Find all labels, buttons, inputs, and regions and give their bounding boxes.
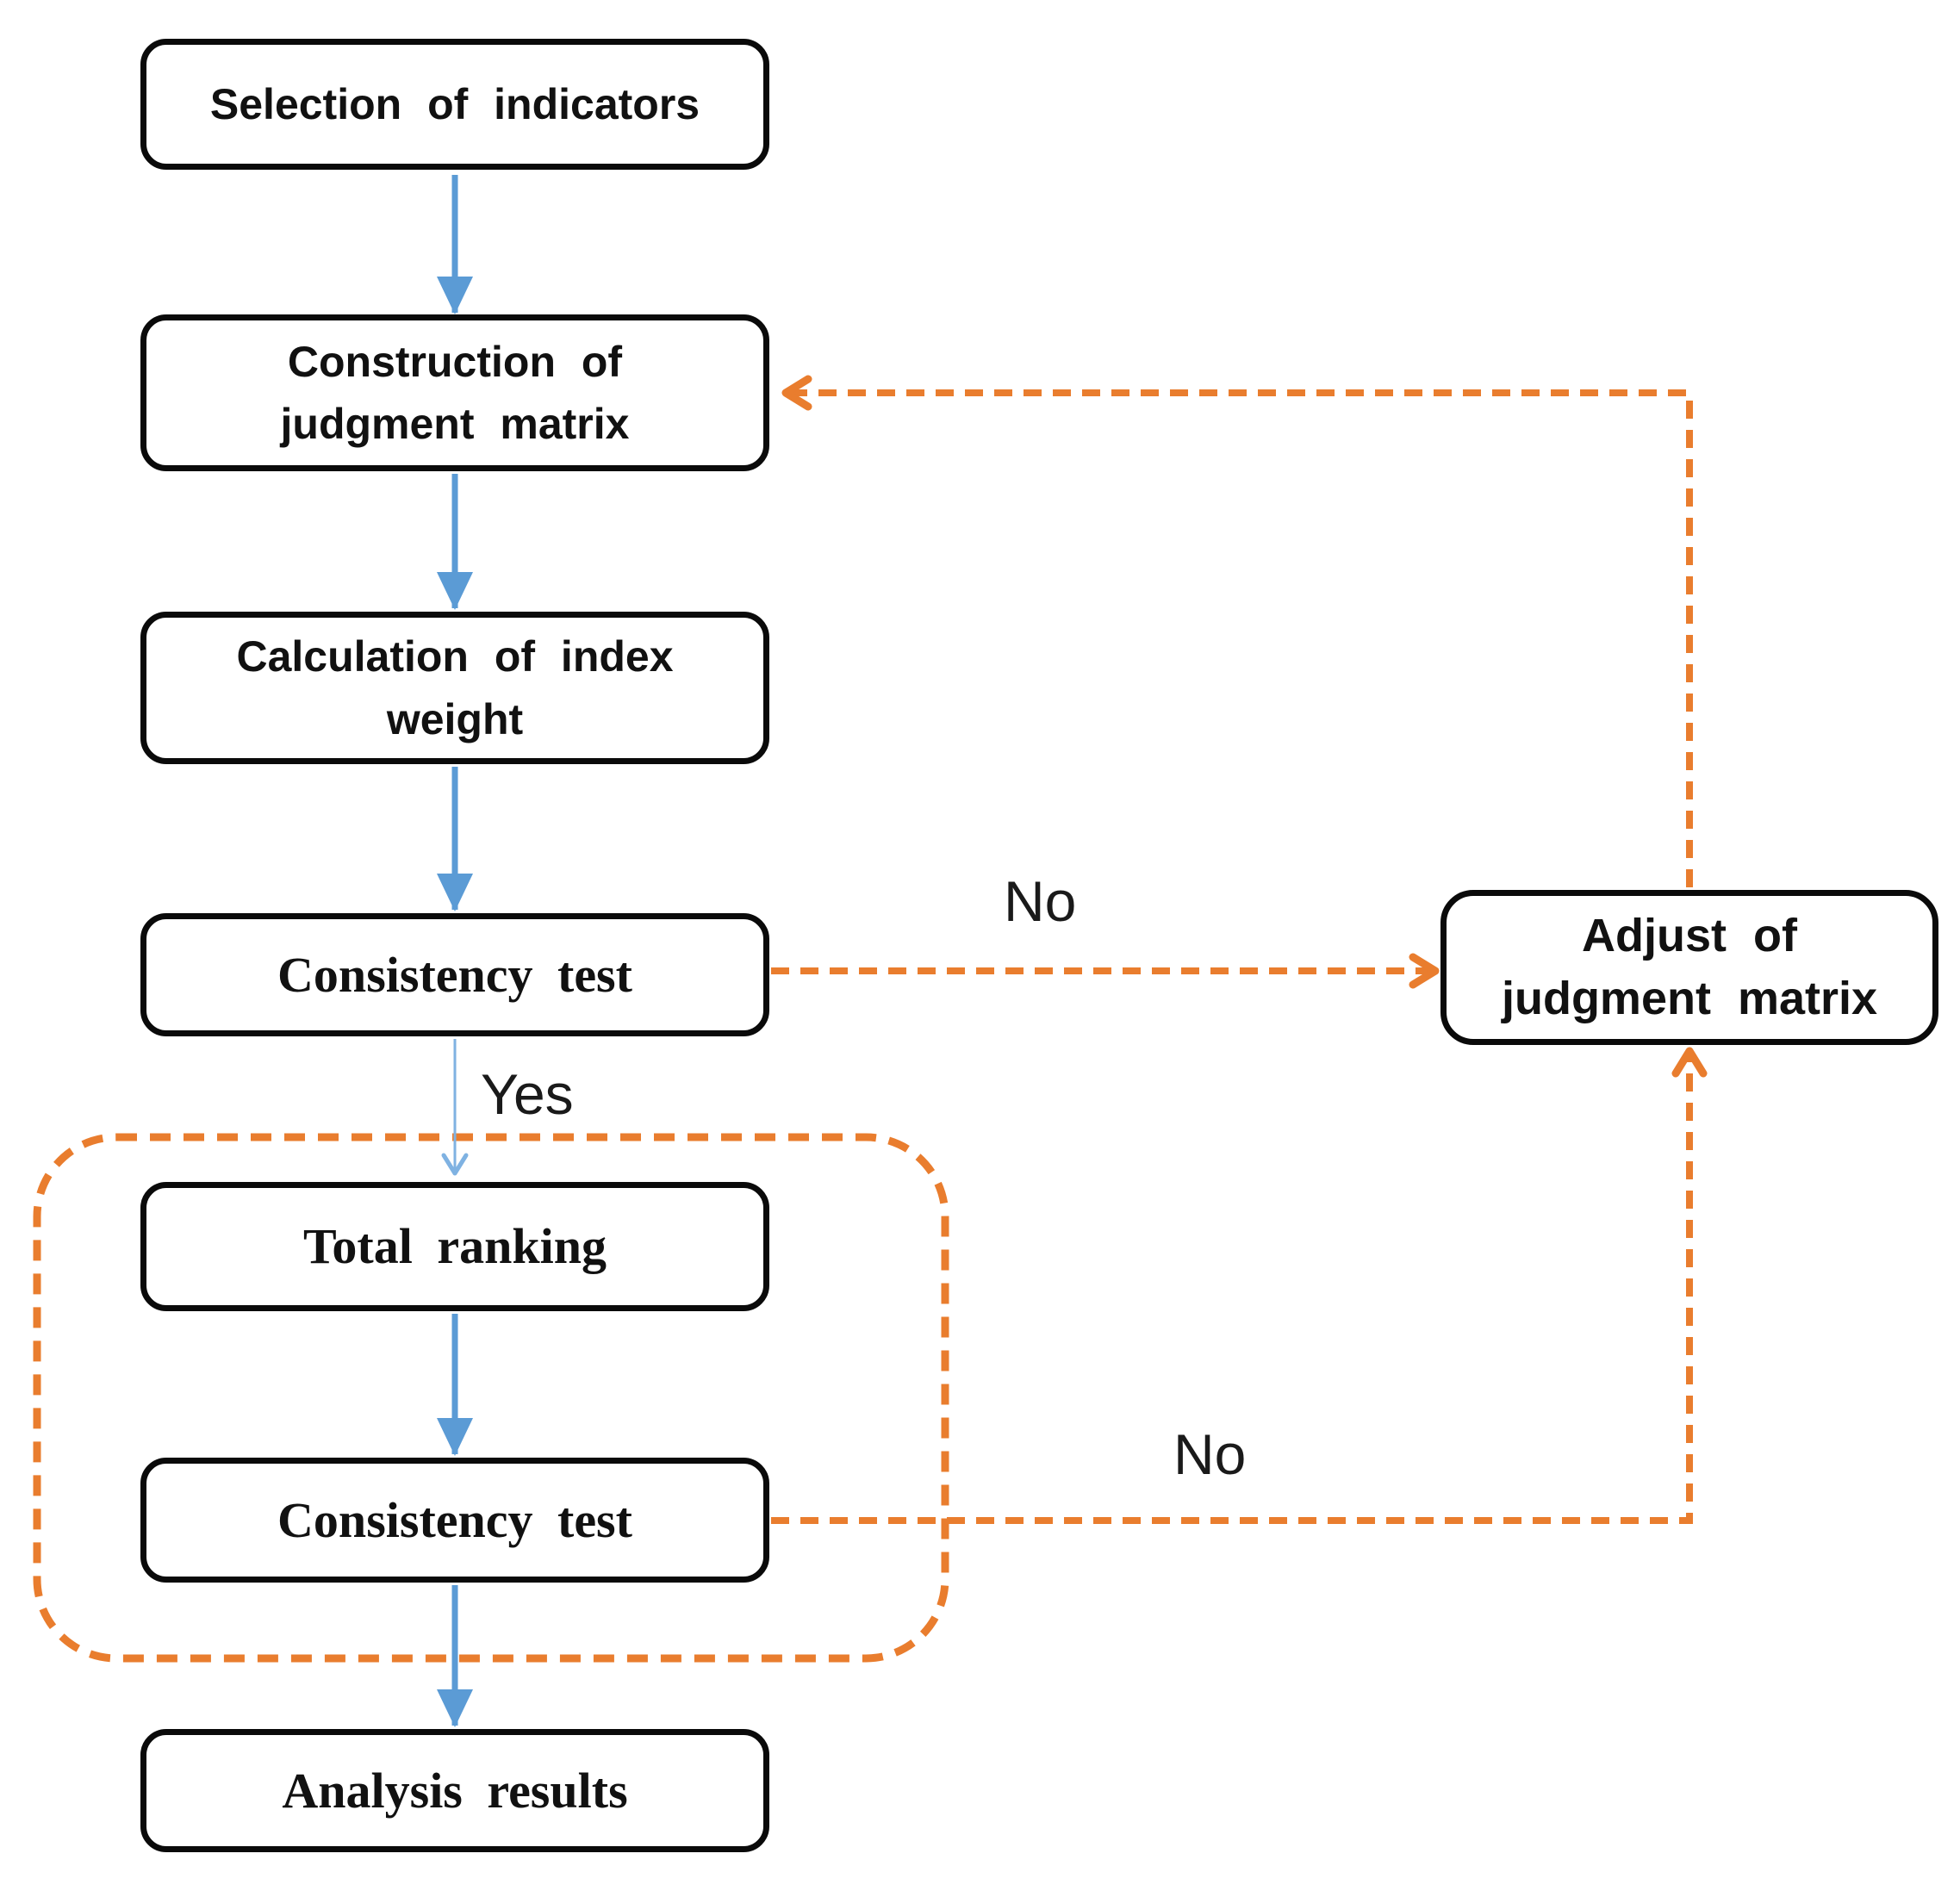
node-label-line1: Adjust of bbox=[1582, 910, 1797, 962]
node-label-line2: judgment matrix bbox=[280, 400, 630, 448]
node-label-line1: Calculation of index bbox=[236, 632, 674, 681]
node-label: Consistency test bbox=[277, 1491, 632, 1548]
node-construction-of-judgment-matrix: Construction of judgment matrix bbox=[140, 314, 769, 471]
edge-label-no-top: No bbox=[1004, 869, 1077, 933]
node-total-ranking: Total ranking bbox=[140, 1182, 769, 1311]
node-analysis-results: Analysis results bbox=[140, 1729, 769, 1852]
node-label: Consistency test bbox=[277, 946, 632, 1003]
node-label-line2: judgment matrix bbox=[1501, 973, 1878, 1024]
node-calculation-of-index-weight: Calculation of index weight bbox=[140, 612, 769, 764]
node-label: Total ranking bbox=[303, 1218, 607, 1275]
edge-label-yes: Yes bbox=[481, 1062, 574, 1126]
node-label: Analysis results bbox=[282, 1762, 628, 1819]
node-selection-of-indicators: Selection of indicators bbox=[140, 39, 769, 170]
node-label-line1: Construction of bbox=[287, 337, 623, 386]
node-consistency-test-1: Consistency test bbox=[140, 913, 769, 1036]
node-label: Selection of indicators bbox=[209, 79, 700, 128]
node-label-line2: weight bbox=[386, 694, 524, 743]
feedback-adjust-to-construction bbox=[781, 375, 1693, 887]
node-consistency-test-2: Consistency test bbox=[140, 1458, 769, 1583]
node-adjust-of-judgment-matrix: Adjust of judgment matrix bbox=[1440, 890, 1938, 1045]
edge-label-no-bottom: No bbox=[1173, 1422, 1247, 1486]
